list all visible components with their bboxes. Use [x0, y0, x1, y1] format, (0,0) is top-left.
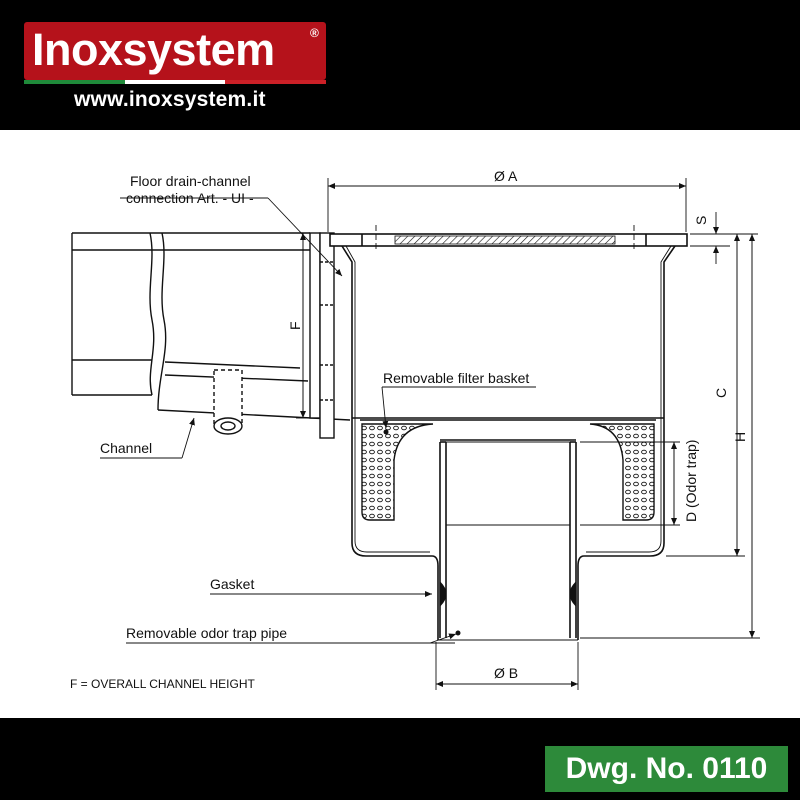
- drawing-note: F = OVERALL CHANNEL HEIGHT: [70, 677, 255, 691]
- technical-drawing: Floor drain-channel connection Art. - UI…: [0, 130, 800, 718]
- label-odor-trap-pipe: Removable odor trap pipe: [126, 625, 287, 641]
- website-link[interactable]: www.inoxsystem.it: [74, 88, 266, 111]
- flag-white: [124, 80, 226, 84]
- footer-bar: Dwg. No. 0110: [0, 718, 800, 800]
- dim-label-a: Ø A: [494, 168, 518, 184]
- brand-logo: Inoxsystem ®: [24, 22, 326, 80]
- header-bar: Inoxsystem ® www.inoxsystem.it: [0, 0, 800, 130]
- filter-basket: [360, 419, 656, 521]
- dim-label-f: F: [287, 321, 303, 330]
- flag-stripe: [24, 80, 327, 84]
- dim-label-h: H: [732, 432, 748, 442]
- channel-body: [71, 232, 351, 435]
- label-filter-basket: Removable filter basket: [383, 370, 529, 386]
- odor-pipe-marker: [455, 630, 461, 636]
- gasket: [439, 580, 577, 608]
- label-gasket: Gasket: [210, 576, 254, 592]
- channel-flange: [309, 232, 335, 439]
- drawing-number: Dwg. No. 0110: [565, 752, 768, 785]
- label-floor-drain-1: Floor drain-channel: [130, 173, 251, 189]
- drain-body: [329, 225, 688, 641]
- dimension-lines: [296, 178, 760, 690]
- flag-red: [225, 80, 327, 84]
- dim-label-b: Ø B: [494, 665, 518, 681]
- dim-label-c: C: [713, 388, 729, 398]
- brand-name: Inoxsystem: [32, 24, 275, 75]
- drawing-number-badge: Dwg. No. 0110: [545, 746, 788, 792]
- dim-label-d: D (Odor trap): [683, 440, 699, 522]
- label-channel: Channel: [100, 440, 152, 456]
- leader-lines: [100, 197, 536, 644]
- odor-trap-pipe: [439, 441, 577, 638]
- flag-green: [24, 80, 125, 84]
- label-floor-drain-2: connection Art. - UI -: [126, 190, 254, 206]
- registered-mark: ®: [310, 26, 319, 40]
- filter-marker: [383, 429, 389, 435]
- dim-label-s: S: [693, 216, 709, 225]
